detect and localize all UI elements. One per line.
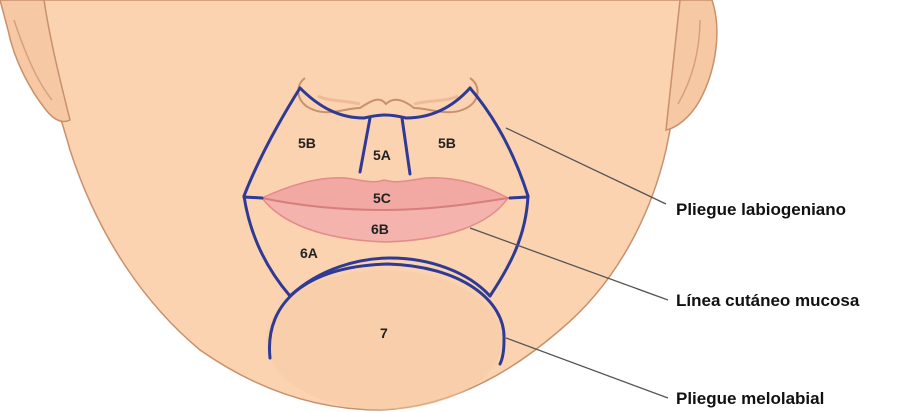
leader-melolabial bbox=[506, 338, 668, 398]
zone-label-6a: 6A bbox=[300, 245, 318, 261]
zone-label-5a: 5A bbox=[373, 147, 391, 163]
zone-label-7: 7 bbox=[380, 325, 388, 341]
callout-pliegue-labiogeniano: Pliegue labiogeniano bbox=[676, 200, 846, 219]
right-commissure-tick bbox=[510, 197, 528, 198]
left-commissure-tick bbox=[244, 197, 262, 198]
zone-label-5b-right: 5B bbox=[438, 135, 456, 151]
callout-pliegue-melolabial: Pliegue melolabial bbox=[676, 389, 824, 408]
zone-label-5b-left: 5B bbox=[298, 135, 316, 151]
zone-label-6b: 6B bbox=[371, 221, 389, 237]
zone-label-5c: 5C bbox=[373, 190, 391, 206]
callout-linea-cutaneo-mucosa: Línea cutáneo mucosa bbox=[676, 291, 860, 310]
